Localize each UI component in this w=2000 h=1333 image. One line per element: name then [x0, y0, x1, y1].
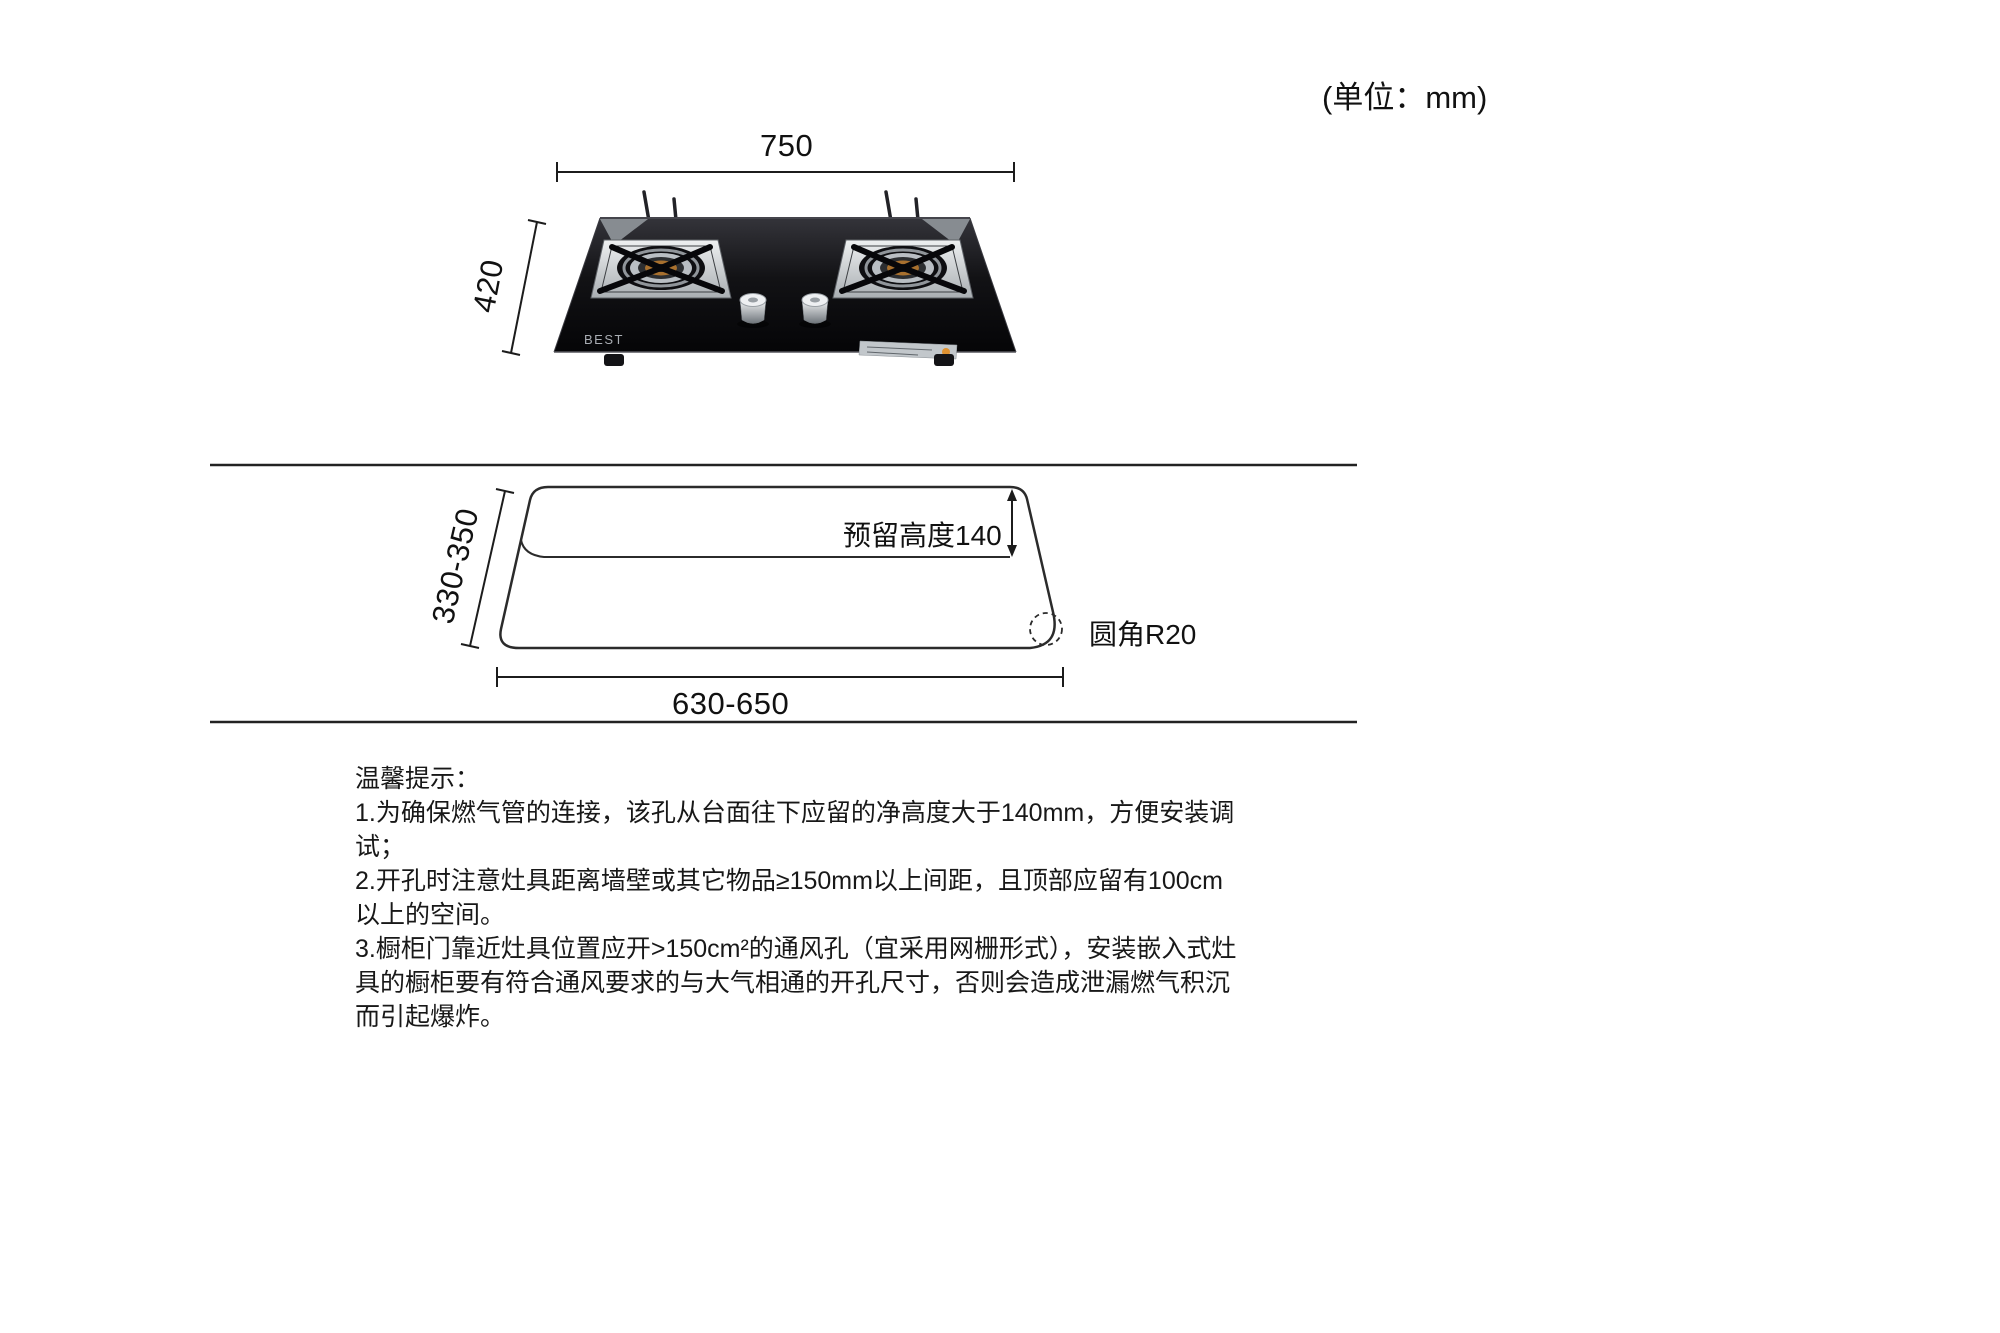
corner-cap-right: [922, 219, 970, 245]
note-item-1: 1.为确保燃气管的连接，该孔从台面往下应留的净高度大于140mm，方便安装调试；: [355, 799, 1235, 861]
corner-cap-left: [600, 219, 648, 245]
knob-right: [799, 293, 831, 328]
foot-right: [934, 354, 954, 366]
stove-illustration: BEST: [553, 190, 1017, 366]
reserved-height-label: 预留高度140: [843, 520, 1002, 551]
dimension-750: [556, 162, 1015, 182]
installation-notes: 温馨提示： 1.为确保燃气管的连接，该孔从台面往下应留的净高度大于140mm，方…: [355, 762, 1237, 1034]
burner-left: [590, 239, 732, 299]
dimension-630-650: [496, 667, 1064, 687]
dimension-420: [501, 219, 547, 356]
brand-logo: BEST: [584, 332, 624, 347]
dimension-140: [1007, 489, 1017, 557]
corner-radius-label: 圆角R20: [1089, 619, 1197, 650]
note-item-3: 3.橱柜门靠近灶具位置应开>150cm²的通风孔（宜采用网栅形式），安装嵌入式灶…: [355, 935, 1237, 1031]
rating-sticker: [858, 340, 958, 360]
burner-right: [832, 239, 974, 299]
knob-left: [737, 293, 769, 328]
foot-left: [604, 354, 624, 366]
cutout-outline: [499, 485, 1063, 650]
dim-630-650-label: 630-650: [672, 686, 790, 721]
notes-title: 温馨提示：: [355, 765, 481, 793]
pan-support-prongs: [642, 190, 920, 223]
unit-note: (单位：mm): [1322, 80, 1488, 115]
dimension-330-350: [460, 488, 515, 649]
rounded-corner-circle: [1029, 612, 1063, 646]
dim-750-label: 750: [760, 128, 814, 163]
note-item-2: 2.开孔时注意灶具距离墙壁或其它物品≥150mm以上间距，且顶部应留有100cm…: [355, 867, 1223, 929]
